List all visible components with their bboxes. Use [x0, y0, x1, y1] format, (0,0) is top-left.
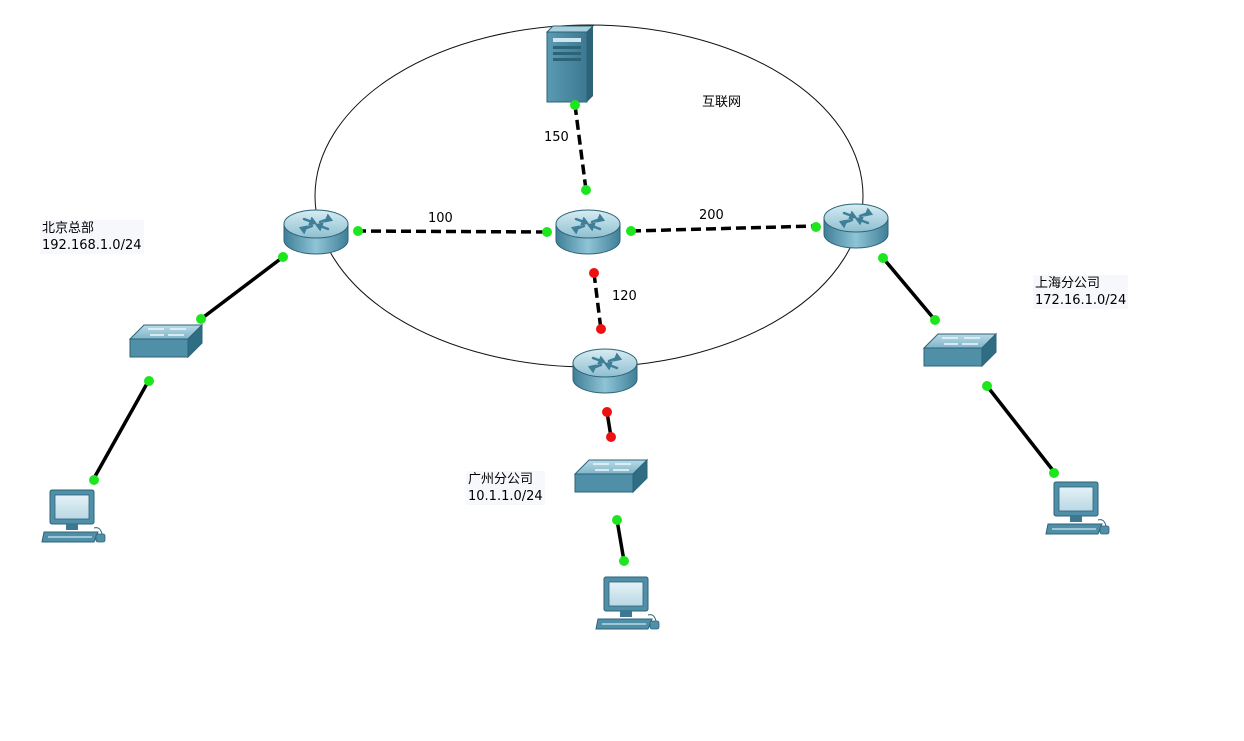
guangzhou-network-label: 10.1.1.0/24: [468, 489, 543, 504]
cost-label-server-core: 150: [544, 130, 569, 145]
link-beijing-router-switch[interactable]: [199, 255, 285, 321]
port-dot: [612, 515, 622, 525]
router-core-icon[interactable]: [554, 208, 622, 256]
link-shanghai-router-switch[interactable]: [881, 256, 937, 322]
router-guangzhou-icon[interactable]: [571, 347, 639, 395]
beijing-name-label: 北京总部: [42, 221, 95, 236]
link-guangzhou-switch-pc[interactable]: [615, 519, 626, 562]
port-dot: [542, 227, 552, 237]
port-dot: [278, 252, 288, 262]
router-shanghai-icon[interactable]: [822, 202, 890, 250]
port-dot: [570, 100, 580, 110]
port-dot: [811, 222, 821, 232]
port-dot: [930, 315, 940, 325]
switch-shanghai-icon[interactable]: [923, 333, 997, 367]
port-dot: [196, 314, 206, 324]
cost-label-core-shanghai: 200: [699, 208, 724, 223]
switch-guangzhou-icon[interactable]: [574, 459, 648, 493]
guangzhou-name-label: 广州分公司: [468, 472, 534, 487]
port-dot: [606, 432, 616, 442]
link-core-shanghai[interactable]: [630, 224, 817, 233]
shanghai-label-box: 上海分公司 172.16.1.0/24: [1033, 275, 1129, 309]
port-dot: [581, 185, 591, 195]
pc-guangzhou-icon[interactable]: [595, 576, 660, 630]
server-icon[interactable]: [546, 25, 594, 103]
link-core-guangzhou[interactable]: [592, 272, 603, 331]
port-dot: [982, 381, 992, 391]
port-dot: [626, 226, 636, 236]
links: [91, 104, 1057, 562]
shanghai-network-label: 172.16.1.0/24: [1035, 293, 1127, 308]
shanghai-name-label: 上海分公司: [1035, 276, 1101, 291]
port-dot: [144, 376, 154, 386]
guangzhou-label-box: 广州分公司 10.1.1.0/24: [466, 471, 545, 505]
pc-beijing-icon[interactable]: [41, 489, 106, 543]
port-dot: [878, 253, 888, 263]
router-beijing-icon[interactable]: [282, 208, 350, 256]
link-server-core[interactable]: [573, 104, 588, 191]
port-dot: [619, 556, 629, 566]
link-beijing-core[interactable]: [355, 229, 549, 234]
port-dot: [1049, 468, 1059, 478]
link-shanghai-switch-pc[interactable]: [985, 384, 1057, 475]
port-status-dots: [89, 100, 1059, 566]
port-dot: [596, 324, 606, 334]
beijing-network-label: 192.168.1.0/24: [42, 238, 142, 253]
beijing-label-box: 北京总部 192.168.1.0/24: [40, 220, 144, 254]
pc-shanghai-icon[interactable]: [1045, 481, 1110, 535]
port-dot: [89, 475, 99, 485]
internet-label: 互联网: [702, 95, 742, 110]
port-dot: [602, 407, 612, 417]
link-beijing-switch-pc[interactable]: [91, 379, 151, 481]
switch-beijing-icon[interactable]: [129, 324, 203, 358]
cost-label-beijing-core: 100: [428, 211, 453, 226]
port-dot: [353, 226, 363, 236]
port-dot: [589, 268, 599, 278]
cost-label-core-guangzhou: 120: [612, 289, 637, 304]
